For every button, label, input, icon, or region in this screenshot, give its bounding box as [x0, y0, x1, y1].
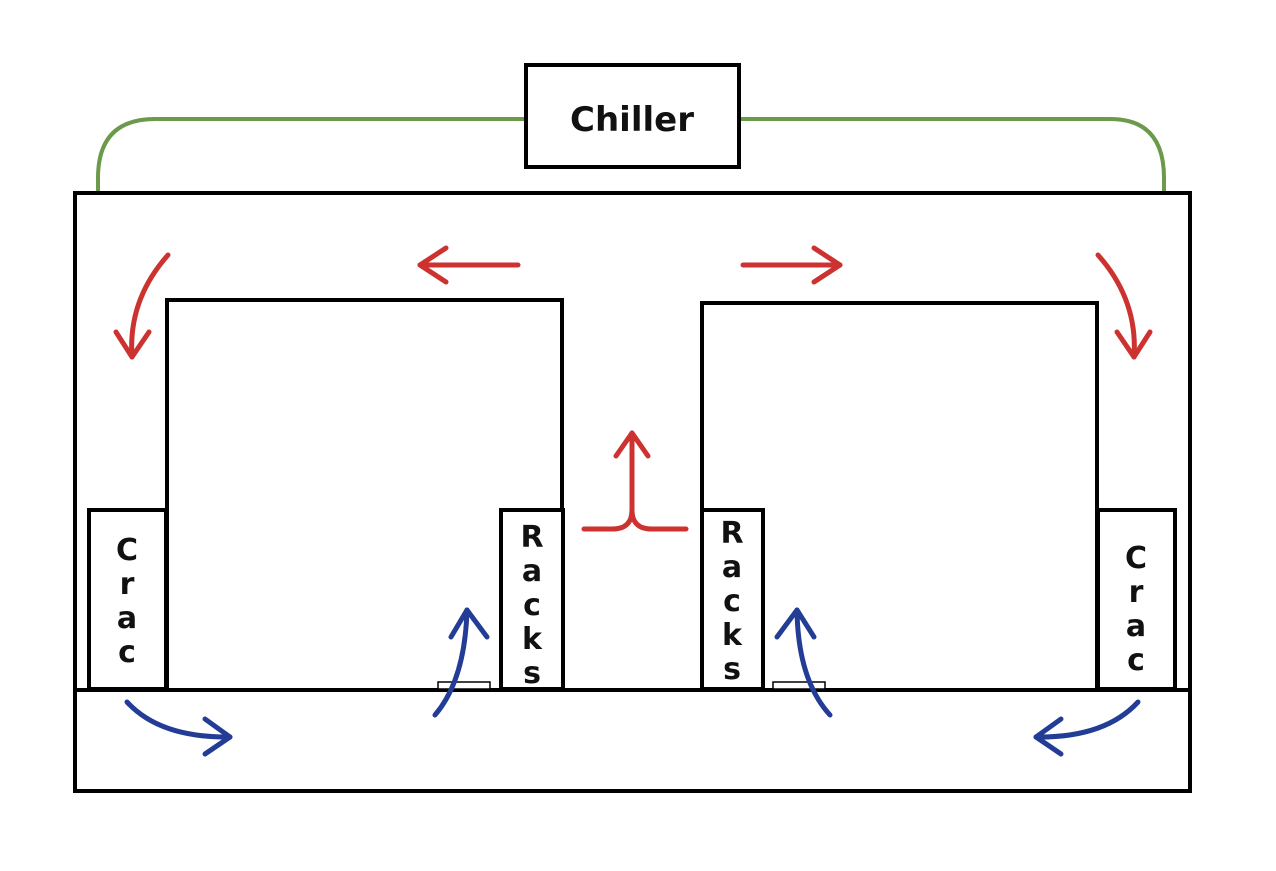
hot-air-arrow-top-left	[417, 245, 521, 285]
hot-air-arrow-merge-up	[581, 430, 689, 532]
right-room-block	[700, 301, 1099, 692]
crac-unit-left	[87, 508, 168, 691]
cold-air-arrow-up-left	[432, 607, 490, 718]
rack-right	[700, 508, 765, 691]
hot-air-arrow-curve-left	[113, 252, 171, 360]
floor-vent-right	[772, 681, 826, 690]
cold-air-arrow-up-right	[774, 607, 833, 718]
rack-left	[499, 508, 565, 691]
chiller-box	[524, 63, 741, 169]
left-room-block	[165, 298, 564, 692]
cold-air-arrow-floor-right	[1033, 699, 1141, 757]
crac-unit-right	[1096, 508, 1177, 691]
floor-vent-left	[437, 681, 491, 690]
chiller-label: Chiller	[570, 100, 694, 140]
cold-air-arrow-floor-left	[124, 699, 233, 757]
chilled-water-pipe-left	[96, 117, 526, 512]
hot-air-arrow-curve-right	[1095, 252, 1153, 360]
hot-air-arrow-top-right	[740, 245, 843, 285]
chilled-water-pipe-right	[740, 117, 1166, 512]
